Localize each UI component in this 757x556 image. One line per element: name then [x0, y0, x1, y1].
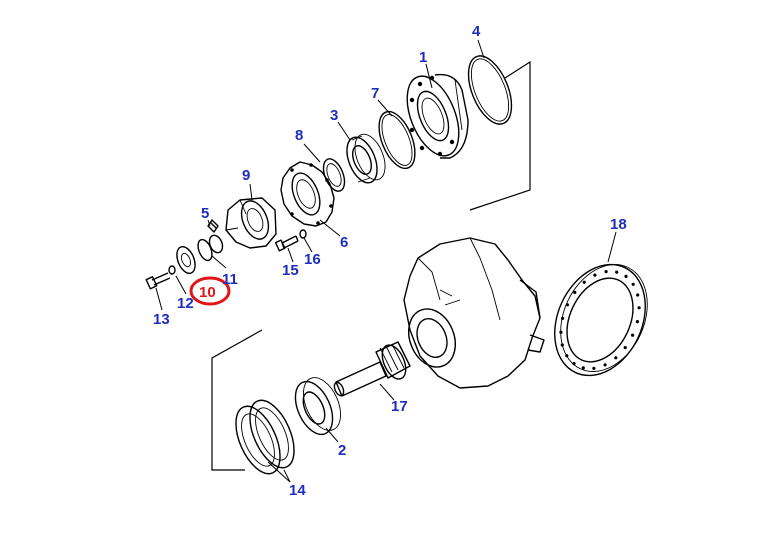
- ring-gear-hole: [623, 346, 627, 350]
- callout-labels: 1 4 7 3 8 9 5 6 16 15 11 10 12 13 18 17 …: [153, 23, 627, 499]
- ring-gear-hole: [615, 270, 619, 274]
- upper-assembly-guide-line: [469, 60, 531, 211]
- ring-gear-hole: [631, 282, 635, 286]
- part-7-o-ring: [378, 110, 416, 170]
- highlight-ring: [189, 276, 231, 306]
- callout-3: 3: [330, 107, 338, 124]
- part-18-ring-gear: [554, 263, 648, 377]
- ring-gear-hole: [581, 366, 585, 370]
- ring-gear-hole: [560, 343, 564, 347]
- ring-gear-hole: [637, 306, 641, 310]
- ring-gear-hole: [636, 293, 640, 297]
- part-15-bolt: [274, 235, 299, 252]
- ring-gear-hole: [573, 290, 577, 294]
- callout-2: 2: [338, 442, 346, 459]
- callout-12: 12: [177, 295, 194, 312]
- lower-assembly-guide-line: [211, 329, 263, 471]
- callout-14: 14: [289, 482, 306, 499]
- ring-gear-hole: [561, 316, 565, 320]
- ring-gear-hole: [614, 356, 618, 360]
- part-9-flange-yoke: [225, 197, 277, 249]
- part-17-pinion-shaft: [333, 341, 411, 397]
- leader-lines: [155, 39, 617, 483]
- part-13-bolt: [145, 272, 171, 290]
- ring-gear-hole: [565, 354, 569, 358]
- differential-housing: [403, 237, 545, 389]
- ring-gear-hole: [582, 280, 586, 284]
- part-1-hub-housing: [406, 73, 469, 159]
- part-11-o-ring: [197, 238, 213, 262]
- callout-6: 6: [340, 234, 348, 251]
- ring-gear-hole: [572, 362, 576, 366]
- ring-gear-hole: [593, 273, 597, 277]
- callout-1: 1: [419, 49, 427, 66]
- part-14-gaskets: [235, 399, 295, 475]
- callout-16: 16: [304, 251, 321, 268]
- callout-4: 4: [472, 23, 481, 40]
- ring-gear-hole: [604, 270, 608, 274]
- callout-7: 7: [371, 85, 379, 102]
- ring-gear-hole: [592, 366, 596, 370]
- part-2-bearing: [294, 377, 341, 436]
- callout-15: 15: [282, 262, 299, 279]
- callout-9: 9: [242, 167, 250, 184]
- callout-11: 11: [222, 271, 238, 288]
- part-4-o-ring: [467, 55, 513, 125]
- part-3-bearing: [346, 133, 386, 184]
- callout-8: 8: [295, 127, 303, 144]
- ring-gear-hole: [565, 303, 570, 307]
- ring-gear-hole: [603, 363, 607, 367]
- part-12-lock-washer: [168, 265, 176, 275]
- part-10-retainer-plate: [176, 234, 224, 275]
- callout-10: 10: [199, 284, 216, 301]
- ring-gear-hole: [631, 333, 635, 337]
- ring-gear-bolt-holes: [559, 270, 641, 370]
- part-6-carrier: [280, 161, 335, 227]
- ring-gear-hole: [559, 330, 563, 334]
- ring-gear-hole: [635, 320, 640, 324]
- callout-13: 13: [153, 311, 170, 328]
- callout-5: 5: [201, 205, 209, 222]
- callout-18: 18: [610, 216, 627, 233]
- ring-gear-hole: [624, 274, 628, 278]
- callout-17: 17: [391, 398, 408, 415]
- part-16-washer: [299, 229, 307, 239]
